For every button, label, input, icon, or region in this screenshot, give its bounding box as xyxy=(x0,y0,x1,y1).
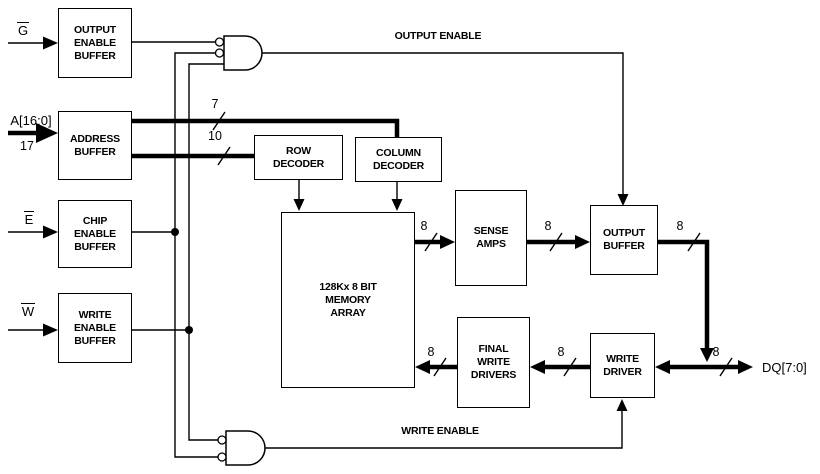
write-enable-rail xyxy=(188,63,224,441)
output-enable-arrowhead xyxy=(617,194,629,206)
output-buffer-label: OUTPUT BUFFER xyxy=(603,227,645,252)
w-arrowhead xyxy=(43,323,58,337)
memory-array-block: 128Kx 8 BIT MEMORY ARRAY xyxy=(281,212,415,388)
column-decoder-arrowhead xyxy=(391,199,403,211)
write-enable-buffer-label: WRITE ENABLE BUFFER xyxy=(74,308,116,347)
column-address-bus xyxy=(132,118,400,139)
address-buffer-block: ADDRESS BUFFER xyxy=(58,111,132,180)
chip-enable-buffer-block: CHIP ENABLE BUFFER xyxy=(58,200,132,268)
dq-width-label: 8 xyxy=(712,345,720,359)
read-and-gate xyxy=(223,35,263,71)
outbuf-out-width-label: 8 xyxy=(676,219,684,233)
final-write-drivers-label: FINAL WRITE DRIVERS xyxy=(470,343,517,381)
chip-enable-buffer-label: CHIP ENABLE BUFFER xyxy=(74,214,116,253)
outbuf-to-dq-bus xyxy=(658,239,710,349)
fwd-to-mem-width-label: 8 xyxy=(427,345,435,359)
fwd-to-mem-arrowhead xyxy=(415,360,430,374)
g-arrowhead xyxy=(43,36,58,50)
e-arrowhead xyxy=(43,225,58,239)
sense-to-outbuf-width-label: 8 xyxy=(544,219,552,233)
column-bus-width-label: 7 xyxy=(211,97,219,111)
mem-to-sense-width-label: 8 xyxy=(420,219,428,233)
dq-left-arrowhead xyxy=(655,360,670,374)
write-enable-wire xyxy=(265,408,623,449)
address-bus-label: A[16:0] xyxy=(10,113,52,128)
sense-amps-label: SENSE AMPS xyxy=(473,225,509,250)
write-and-gate xyxy=(225,430,266,466)
wd-to-fwd-width-label: 8 xyxy=(557,345,565,359)
write-gate-bubble-1 xyxy=(217,435,227,445)
sense-amps-block: SENSE AMPS xyxy=(455,190,527,286)
chip-enable-junction-dot xyxy=(171,228,179,236)
read-gate-bubble-2 xyxy=(214,48,225,58)
write-driver-label: WRITE DRIVER xyxy=(603,352,642,378)
outbuf-down-arrowhead xyxy=(700,348,714,362)
read-gate-bubble-1 xyxy=(214,37,225,47)
dq-right-arrowhead xyxy=(738,360,753,374)
output-buffer-block: OUTPUT BUFFER xyxy=(590,205,658,275)
output-enable-wire xyxy=(262,52,624,196)
mem-to-sense-arrowhead xyxy=(440,235,455,249)
sense-to-outbuf-arrowhead xyxy=(575,235,590,249)
wd-to-fwd-arrowhead xyxy=(530,360,545,374)
address-width-label: 17 xyxy=(20,139,34,153)
chip-enable-rail xyxy=(174,52,218,458)
column-decoder-label: COLUMN DECODER xyxy=(372,146,425,172)
memory-array-label: 128Kx 8 BIT MEMORY ARRAY xyxy=(319,280,377,319)
output-enable-buffer-block: OUTPUT ENABLE BUFFER xyxy=(58,8,132,78)
dq-bus-label: DQ[7:0] xyxy=(762,360,807,375)
address-buffer-label: ADDRESS BUFFER xyxy=(70,132,120,158)
row-decoder-label: ROW DECODER xyxy=(272,144,325,170)
address-arrowhead xyxy=(36,123,58,143)
row-decoder-block: ROW DECODER xyxy=(254,135,343,180)
g-pin-label: G xyxy=(16,22,30,38)
w-pin-label: W xyxy=(20,303,36,319)
row-decoder-arrowhead xyxy=(293,199,305,211)
write-enable-net-label: WRITE ENABLE xyxy=(401,425,479,437)
write-enable-junction-dot xyxy=(185,326,193,334)
output-enable-net-label: OUTPUT ENABLE xyxy=(394,30,482,42)
row-bus-width-label: 10 xyxy=(208,129,222,143)
column-decoder-block: COLUMN DECODER xyxy=(355,137,442,182)
write-enable-arrowhead xyxy=(616,399,628,411)
e-pin-label: E xyxy=(23,211,35,227)
write-gate-bubble-2 xyxy=(217,452,227,462)
write-driver-block: WRITE DRIVER xyxy=(590,333,655,398)
write-enable-buffer-block: WRITE ENABLE BUFFER xyxy=(58,293,132,363)
final-write-drivers-block: FINAL WRITE DRIVERS xyxy=(457,317,530,408)
output-enable-buffer-label: OUTPUT ENABLE BUFFER xyxy=(74,23,116,62)
